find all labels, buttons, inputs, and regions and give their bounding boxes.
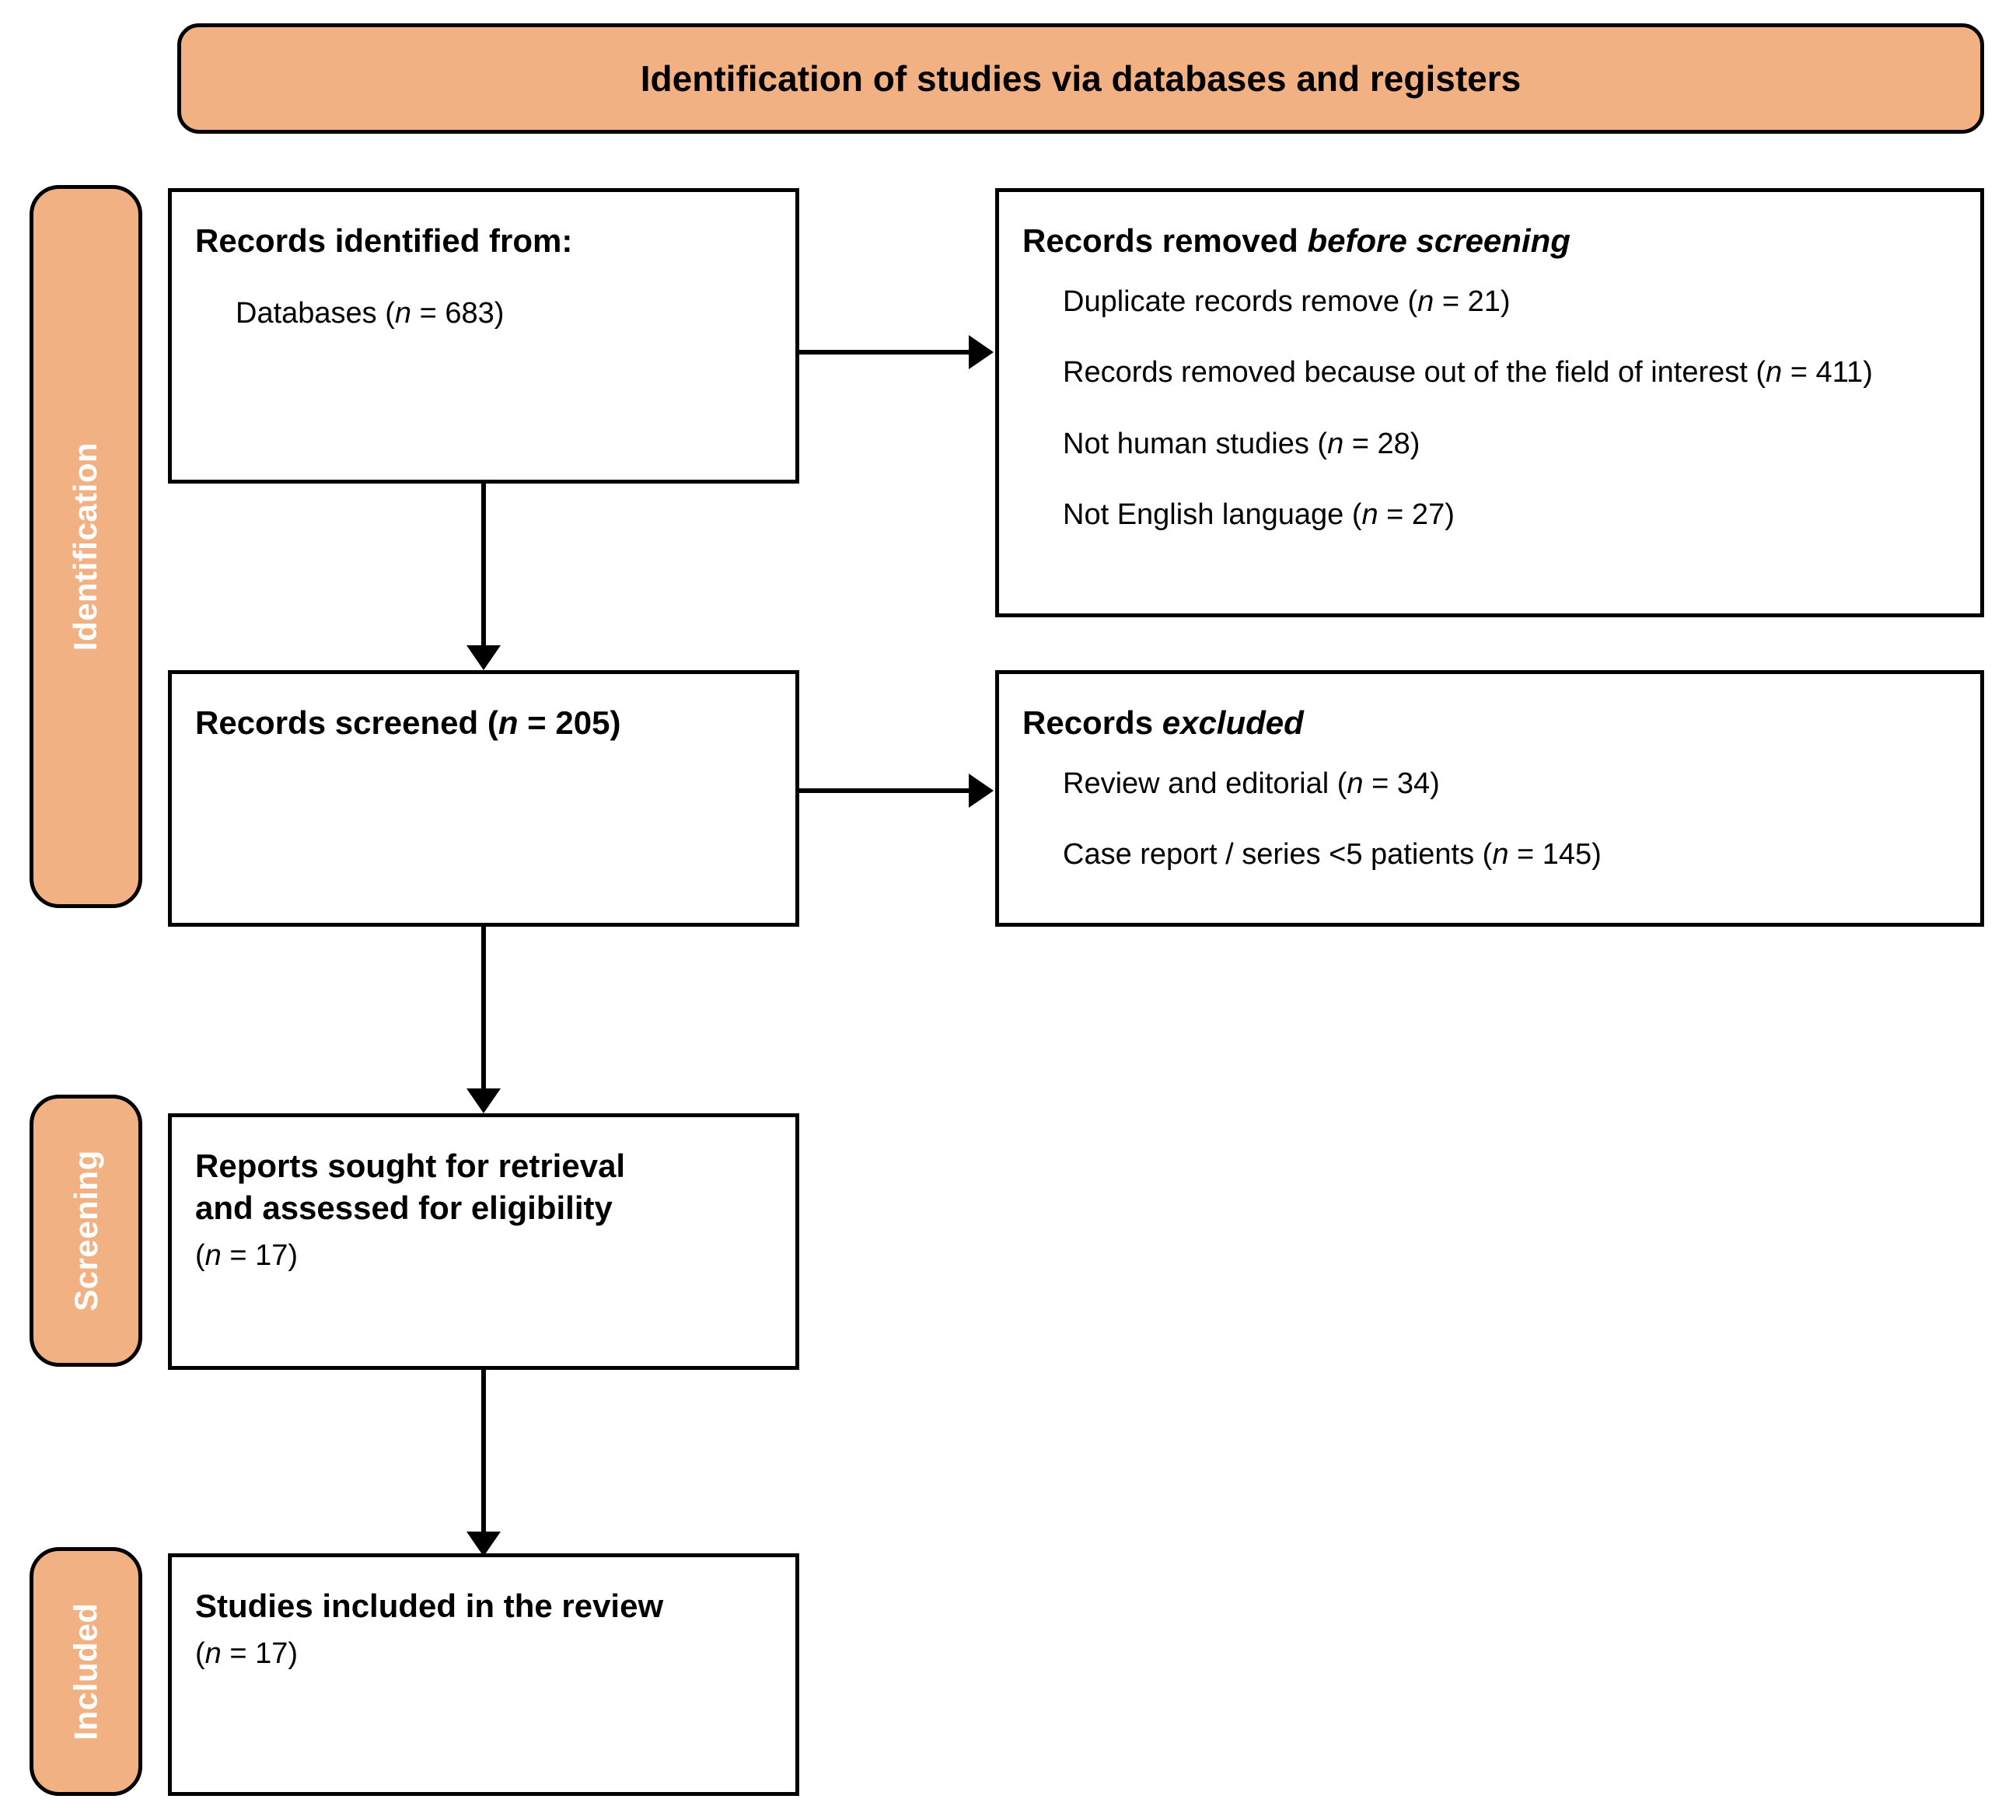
list-item: Not human studies (n = 28)	[1063, 427, 1420, 460]
reports-sought-title-line2: and assessed for eligibility	[195, 1189, 613, 1226]
box-records-excluded: Records excluded Review and editorial (n…	[995, 670, 1984, 927]
list-item: Records removed because out of the field…	[1063, 356, 1873, 390]
connector-screened-to-sought-arrowhead	[466, 1088, 501, 1113]
reports-sought-title-line1: Reports sought for retrieval	[195, 1148, 626, 1184]
records-identified-title: Records identified from:	[195, 222, 573, 259]
records-removed-title-italic: before screening	[1307, 222, 1571, 259]
list-item: Not English language (n = 27)	[1063, 498, 1455, 532]
connector-sought-to-included-line	[481, 1370, 486, 1541]
connector-sought-to-included-arrowhead	[466, 1532, 501, 1556]
box-reports-sought-retrieval: Reports sought for retrieval and assesse…	[168, 1113, 799, 1370]
reports-sought-count: (n = 17)	[195, 1238, 299, 1272]
list-item: Case report / series <5 patients (n = 14…	[1063, 838, 1602, 872]
box-records-removed-before-screening: Records removed before screening Duplica…	[995, 188, 1984, 617]
phase-label-included: Included	[67, 1602, 104, 1741]
phase-label-screening: Screening	[67, 1150, 104, 1312]
connector-identified-to-screened-line	[481, 484, 486, 655]
box-studies-included: Studies included in the review (n = 17)	[168, 1553, 799, 1796]
records-screened-title: Records screened (n = 205)	[195, 704, 621, 741]
studies-included-title: Studies included in the review	[195, 1588, 664, 1624]
connector-screened-to-sought-line	[481, 927, 486, 1098]
records-removed-title: Records removed before screening	[1022, 222, 1571, 259]
header-title: Identification of studies via databases …	[640, 58, 1522, 99]
studies-included-count: (n = 17)	[195, 1637, 299, 1670]
list-item: Duplicate records remove (n = 21)	[1063, 285, 1511, 318]
phase-pill-screening: Screening	[30, 1095, 142, 1367]
databases-line-text: Databases (n = 683)	[236, 296, 505, 330]
box-records-screened: Records screened (n = 205)	[168, 670, 799, 927]
records-identified-databases: Databases (n = 683)	[236, 295, 772, 333]
connector-screened-to-excluded-arrowhead	[969, 774, 994, 808]
phase-pill-included: Included	[30, 1547, 142, 1796]
phase-label-identification: Identification	[67, 442, 104, 651]
box-records-identified: Records identified from: Databases (n = …	[168, 188, 799, 484]
records-removed-reason-list: Duplicate records remove (n = 21) Record…	[1022, 267, 1957, 551]
connector-identified-to-removed-arrowhead	[969, 335, 994, 369]
phase-pill-identification: Identification	[30, 185, 142, 908]
records-excluded-reason-list: Review and editorial (n = 34) Case repor…	[1022, 749, 1957, 891]
header-banner: Identification of studies via databases …	[177, 23, 1984, 134]
connector-screened-to-excluded-line	[799, 788, 970, 793]
connector-identified-to-screened-arrowhead	[466, 645, 501, 670]
records-excluded-title-italic: excluded	[1162, 704, 1304, 741]
list-item: Review and editorial (n = 34)	[1063, 767, 1440, 800]
records-excluded-title: Records excluded	[1022, 704, 1304, 741]
connector-identified-to-removed-line	[799, 350, 970, 355]
